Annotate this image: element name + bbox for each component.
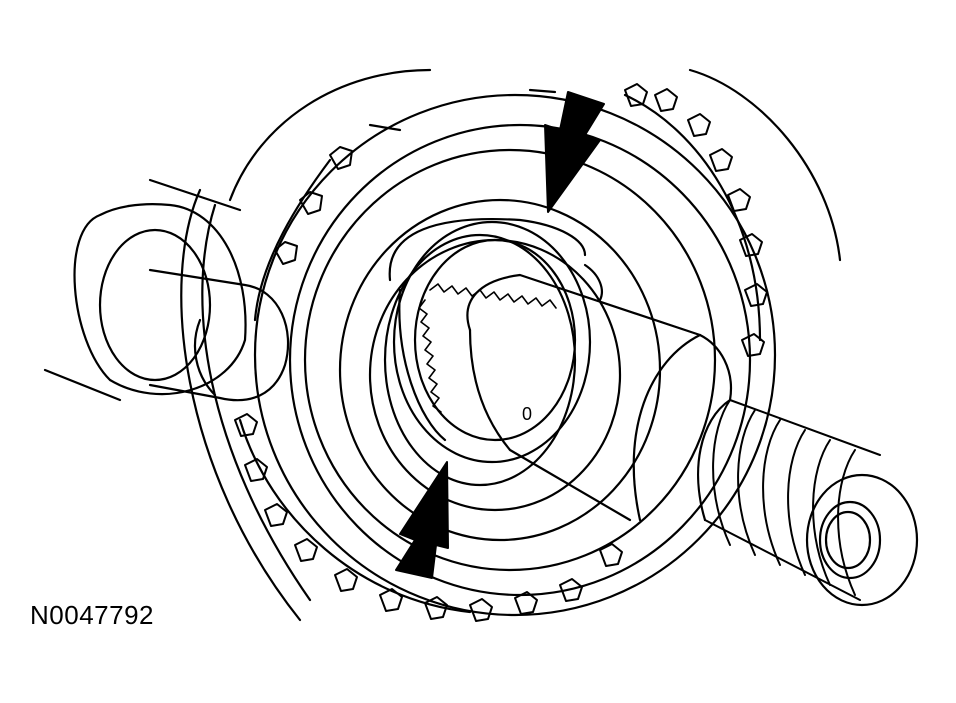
gear-ring-inner [288,123,752,597]
upper-pointer-arrow [544,91,605,213]
housing-outer-arc-right [688,68,842,262]
figure-id-label: N0047792 [30,600,154,630]
shaft-threads [704,399,881,601]
gear-ring-outer [253,93,777,617]
shaft-end-bore [818,500,882,580]
shaft-shoulder [632,333,702,522]
lower-pointer-arrow [395,461,449,579]
hub-ring-1 [303,148,717,572]
left-shaft-bore [98,228,212,382]
part-mark: 0 [522,404,532,424]
housing-left-arc [180,188,302,622]
main-shaft-body [466,273,733,402]
shaft-end-face [805,473,919,607]
housing-outer-arc [228,68,432,202]
spline-teeth [418,283,557,413]
gear-teeth [234,83,768,622]
left-shaft-housing [73,203,247,396]
hub-ring-2 [338,198,662,542]
hub-ring-4 [383,233,577,487]
spline-bore [413,238,577,442]
left-shaft-pin [148,268,290,402]
spline-inner-ring [392,220,592,464]
collar-ring [388,218,587,282]
